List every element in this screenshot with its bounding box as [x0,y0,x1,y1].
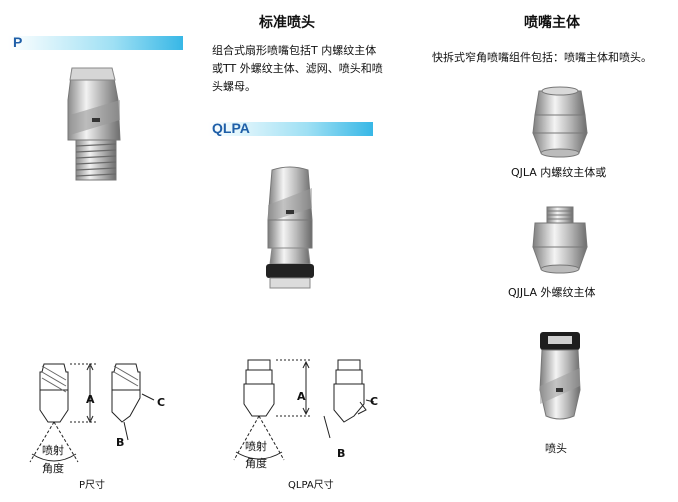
caption-qjla: QJLA 内螺纹主体或 [511,166,607,179]
p-dim-c-label: C [157,396,166,409]
qlpa-drawing-caption: QLPA尺寸 [288,480,334,491]
right-heading: 喷嘴主体 [524,15,580,31]
qlpa-dim-b-label: B [337,447,346,460]
qlpa-dim-c-label: C [370,395,379,408]
middle-description: 组合式扇形喷嘴包括T 内螺纹主体或TT 外螺纹主体、滤网、喷头和喷头螺母。 [212,44,383,93]
qjla-body-image [532,86,588,158]
p-dimension-drawing [29,362,155,463]
qlpa-nozzle-image [266,166,314,289]
spray-tip-image [539,332,581,420]
p-angle-label-1: 喷射 [42,444,64,457]
qlpa-dim-a-label: A [297,390,306,403]
p-dim-a-label: A [86,393,95,406]
section-label-p: P [13,34,23,50]
qlpa-dimension-drawing [233,359,375,461]
right-description: 快拆式窄角喷嘴组件包括：喷嘴主体和喷头。 [432,51,652,64]
qlpa-angle-label-2: 角度 [245,457,267,470]
caption-spray-tip: 喷头 [545,442,567,455]
middle-heading: 标准喷头 [259,15,315,31]
p-angle-label-2: 角度 [42,462,64,475]
p-dim-b-label: B [116,436,125,449]
caption-qjjla: QJJLA 外螺纹主体 [508,286,596,299]
p-nozzle-image [67,67,121,181]
section-bar-p [8,36,183,50]
p-drawing-caption: P尺寸 [79,480,106,491]
qjjla-body-image [532,206,588,274]
qlpa-angle-label-1: 喷射 [245,440,267,453]
section-bar-qlpa [208,122,373,136]
section-label-qlpa: QLPA [212,120,250,136]
